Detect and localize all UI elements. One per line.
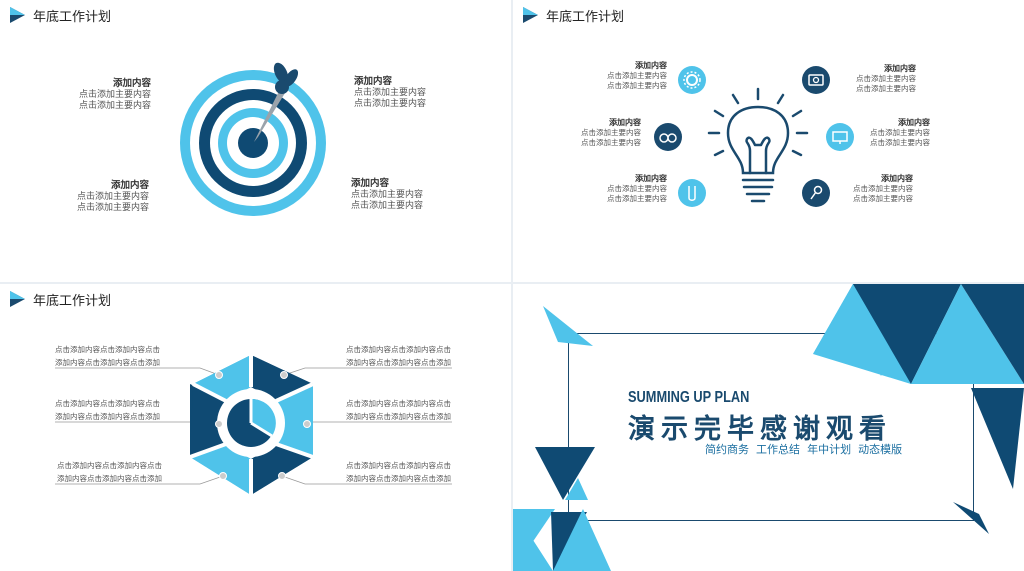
hexagon-diagram: [55, 355, 452, 495]
slide-header: 年底工作计划: [521, 5, 624, 25]
lightbulb-icon: [707, 87, 809, 203]
slide-target[interactable]: 年底工作计划 添加内容 点击添加主要内容 点击添加主要内容 添加内容 点击添加主…: [0, 0, 511, 282]
slide-closing[interactable]: SUMMING UP PLAN 演示完毕感谢观看 简约商务 工作总结 年中计划 …: [513, 284, 1024, 571]
text-block: 添加内容 点击添加主要内容 点击添加主要内容: [581, 118, 641, 147]
triangle-decoration: [513, 284, 1024, 571]
slide-title: 年底工作计划: [546, 8, 625, 24]
text-block: 添加内容 点击添加主要内容 点击添加主要内容: [351, 178, 424, 210]
text-block: 添加内容 点击添加主要内容 点击添加主要内容: [853, 174, 913, 203]
slide-hexagon[interactable]: 年底工作计划: [0, 284, 511, 571]
play-logo-icon: [10, 291, 25, 307]
dart-target-icon: [180, 62, 326, 216]
text-block: 添加内容 点击添加主要内容 点击添加主要内容: [354, 76, 427, 108]
slide-header: 年底工作计划: [8, 289, 111, 309]
text-block: 点击添加内容点击添加内容点击添加内容点击添加内容点击添加: [55, 345, 160, 367]
text-block: 添加内容 点击添加主要内容 点击添加主要内容: [856, 64, 916, 93]
closing-subtitle: 简约商务 工作总结 年中计划 动态模版: [705, 444, 903, 456]
text-block: 点击添加内容点击添加内容点击添加内容点击添加内容点击添加: [57, 461, 162, 483]
text-block: 添加内容 点击添加主要内容 点击添加主要内容: [607, 61, 667, 90]
binoculars-icon: [654, 123, 682, 151]
text-block: 添加内容 点击添加主要内容 点击添加主要内容: [607, 174, 667, 203]
text-block: 添加内容 点击添加主要内容 点击添加主要内容: [76, 180, 149, 212]
slide-title: 年底工作计划: [33, 8, 112, 24]
slide-title: 年底工作计划: [33, 292, 112, 308]
closing-title-en: SUMMING UP PLAN: [628, 389, 750, 406]
slide-header: 年底工作计划: [8, 5, 111, 25]
text-block: 点击添加内容点击添加内容点击添加内容点击添加内容点击添加: [55, 399, 160, 421]
frame-border: [568, 333, 974, 521]
gear-icon: [678, 66, 706, 94]
closing-title-cn: 演示完毕感谢观看: [628, 414, 892, 444]
play-logo-icon: [10, 7, 25, 23]
camera-icon: [802, 66, 830, 94]
text-block: 点击添加内容点击添加内容点击添加内容点击添加内容点击添加: [346, 461, 451, 483]
monitor-icon: [826, 123, 854, 151]
microphone-icon: [802, 179, 830, 207]
text-block: 添加内容 点击添加主要内容 点击添加主要内容: [870, 118, 930, 147]
play-logo-icon: [523, 7, 538, 23]
flask-icon: [678, 179, 706, 207]
text-block: 添加内容 点击添加主要内容 点击添加主要内容: [78, 78, 151, 110]
text-block: 点击添加内容点击添加内容点击添加内容点击添加内容点击添加: [346, 399, 451, 421]
text-block: 点击添加内容点击添加内容点击添加内容点击添加内容点击添加: [346, 345, 451, 367]
slide-lightbulb[interactable]: 年底工作计划 添加内容 点击添加主要内容 点击添加主要内容 添加: [513, 0, 1024, 282]
